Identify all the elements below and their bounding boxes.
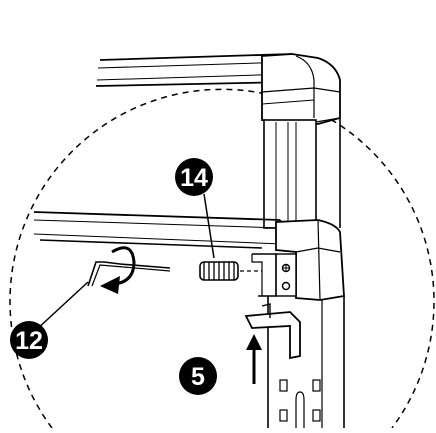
lower-rail [33,211,288,249]
callout-12: 12 [10,321,48,359]
corner-cap-top [261,53,341,125]
callout-5-label: 5 [191,363,205,391]
corner-joint-lower [251,219,345,301]
callout-14-label: 14 [180,164,208,192]
u-bracket-part [244,303,301,360]
hex-key-part [87,261,171,287]
leader-14 [203,193,215,259]
callout-12-label: 12 [15,327,43,355]
up-arrow [246,334,262,384]
callout-5: 5 [179,357,217,395]
leader-12 [35,281,89,331]
callout-14: 14 [175,158,213,196]
detail-circle [9,88,435,429]
rotation-arrow-icon [100,246,136,294]
spring-part [199,261,262,281]
post-slots [279,379,321,428]
